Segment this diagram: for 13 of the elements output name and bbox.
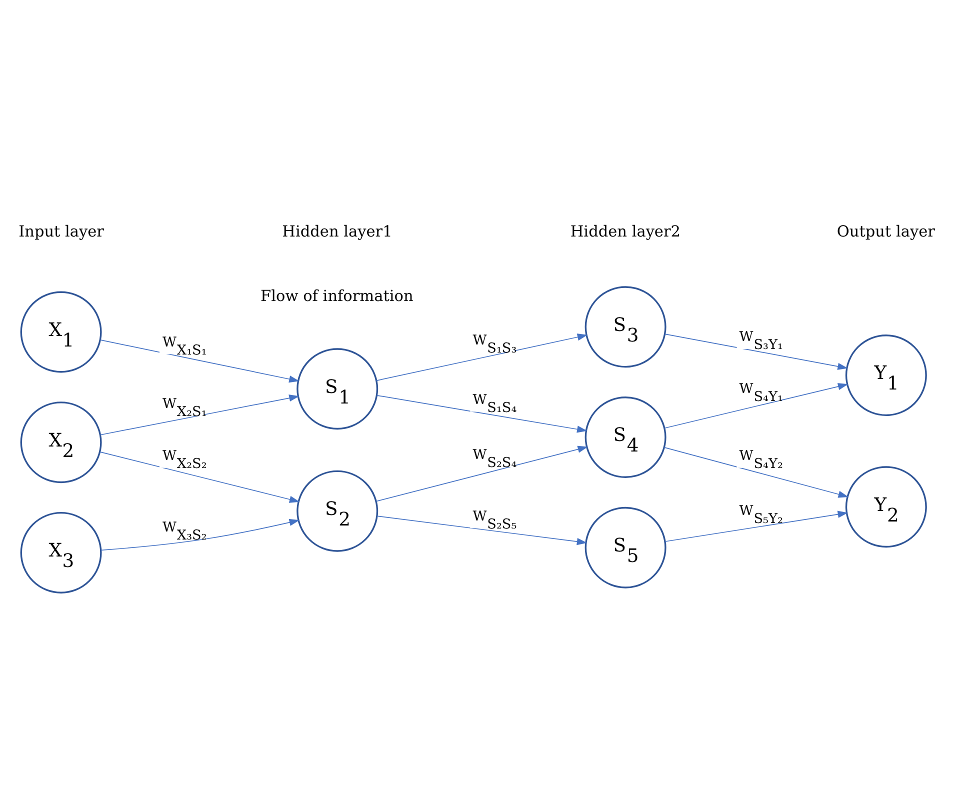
label: Output layer [836,222,935,240]
arrow [376,394,588,433]
arrow [664,383,848,429]
label: Hidden layer1 [282,222,392,240]
arrow [100,340,300,383]
label: Input layer [18,222,104,240]
label: Hidden layer2 [570,222,680,240]
arrow [664,334,848,370]
arrow [664,510,848,542]
arrow [376,334,588,381]
arrow [376,516,588,546]
arrow [100,451,300,503]
label: Flow of information [260,286,414,305]
